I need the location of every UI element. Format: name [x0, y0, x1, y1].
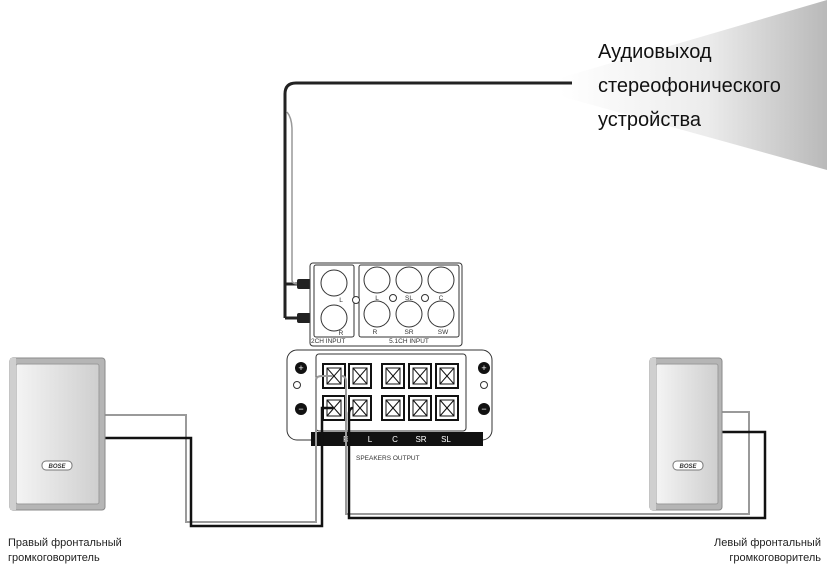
bose-logo-left: BOSE	[672, 460, 704, 471]
channel-label-sl: SL	[441, 435, 451, 444]
label-51-sr: SR	[404, 329, 413, 336]
plus-marker-left: +	[295, 362, 307, 374]
left-speaker-wire-gray	[341, 375, 750, 515]
channel-label-sr: SR	[415, 435, 426, 444]
source-light-beam	[560, 0, 827, 170]
input-jack-51-sr	[395, 300, 423, 328]
right-speaker-label-line-2: громкоговоритель	[8, 552, 100, 564]
minus-marker-right: −	[478, 403, 490, 415]
bose-logo-right: BOSE	[41, 460, 73, 471]
input-jack-2ch-l	[320, 269, 348, 297]
plus-marker-right: +	[478, 362, 490, 374]
speaker-terminal	[322, 395, 346, 421]
label-51-c: C	[439, 295, 444, 302]
caption-51-input: 5.1CH INPUT	[389, 338, 429, 345]
left-speaker-label-line-1: Левый фронтальный	[714, 537, 821, 549]
speaker-terminal	[435, 395, 459, 421]
source-label-line-2: стереофонического	[598, 75, 781, 97]
right-speaker-wire-gray	[104, 375, 333, 523]
input-panel: L R L SL C R SR SW 2CH INPUT 5.1CH INPUT	[309, 262, 463, 347]
speaker-terminal	[408, 395, 432, 421]
input-jack-51-sl	[395, 266, 423, 294]
svg-text:+: +	[298, 363, 303, 373]
label-2ch-r: R	[339, 330, 344, 337]
label-2ch-l: L	[339, 297, 343, 304]
speaker-terminal	[381, 363, 405, 389]
left-front-speaker: BOSE	[649, 357, 723, 511]
label-51-sl: SL	[405, 295, 413, 302]
label-51-sw: SW	[438, 329, 449, 336]
output-panel: + − + − R L C SR SL SPEAKERS OUTPUT	[286, 349, 493, 462]
svg-text:−: −	[481, 404, 486, 414]
speaker-terminal	[408, 363, 432, 389]
left-speaker-label-line-2: громкоговоритель	[729, 552, 821, 564]
svg-text:BOSE: BOSE	[679, 464, 697, 470]
svg-text:+: +	[481, 363, 486, 373]
label-51-r: R	[373, 329, 378, 336]
speaker-terminal	[435, 363, 459, 389]
right-front-speaker: BOSE	[9, 357, 106, 511]
input-jack-51-c	[427, 266, 455, 294]
right-speaker-wire-black	[104, 406, 333, 528]
label-51-l: L	[375, 295, 379, 302]
minus-marker-left: −	[295, 403, 307, 415]
input-jack-2ch-r	[320, 304, 348, 332]
input-jack-51-l	[363, 266, 391, 294]
caption-2ch-input: 2CH INPUT	[311, 338, 345, 345]
input-jack-51-sw	[427, 300, 455, 328]
channel-label-bar	[311, 432, 483, 446]
svg-text:−: −	[298, 404, 303, 414]
speaker-terminal	[348, 395, 372, 421]
speaker-terminal	[348, 363, 372, 389]
speaker-terminal	[381, 395, 405, 421]
caption-speakers-output: SPEAKERS OUTPUT	[356, 455, 420, 462]
left-speaker-wire-black	[347, 406, 767, 520]
svg-text:BOSE: BOSE	[48, 464, 66, 470]
input-jack-51-r	[363, 300, 391, 328]
source-label-line-1: Аудиовыход	[598, 41, 712, 63]
channel-label-l: L	[368, 435, 373, 444]
right-speaker-label-line-1: Правый фронтальный	[8, 537, 122, 549]
channel-label-c: C	[392, 435, 398, 444]
source-cable	[283, 81, 572, 318]
source-label-line-3: устройства	[598, 109, 702, 131]
